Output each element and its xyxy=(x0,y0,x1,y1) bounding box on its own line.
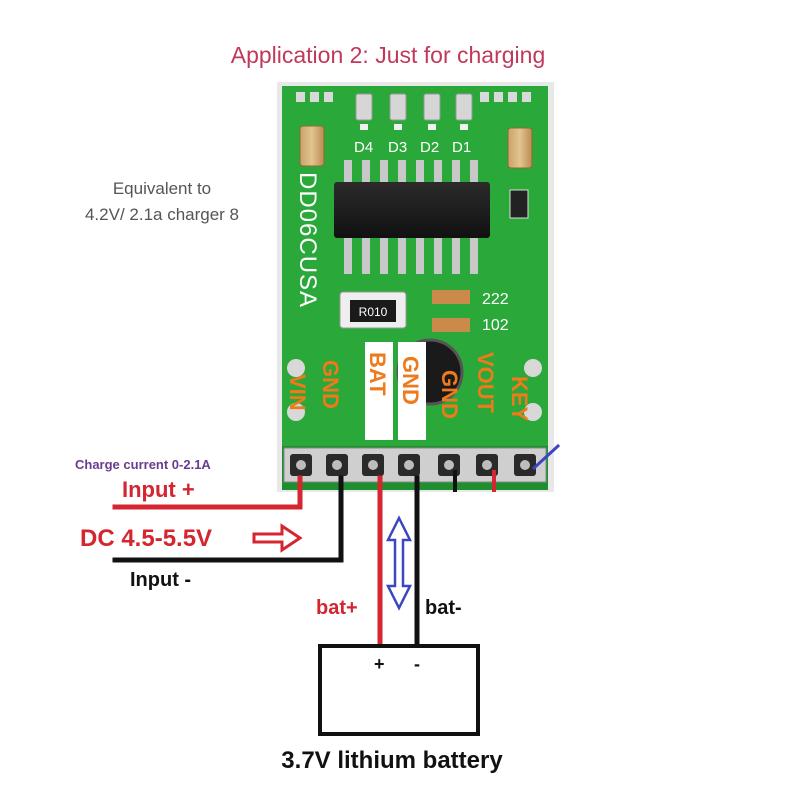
pcb-board: D4 D3 D2 D1 xyxy=(277,82,554,492)
battery-box xyxy=(318,644,480,736)
cap-label-102: 102 xyxy=(482,317,509,334)
led-label-d4: D4 xyxy=(354,139,373,156)
capacitor-left xyxy=(299,125,325,167)
pin-label-vout: VOUT xyxy=(473,352,498,414)
cap-label-222: 222 xyxy=(482,291,509,308)
dc-range-label: DC 4.5-5.5V xyxy=(80,525,212,552)
dc-input-arrow xyxy=(252,523,303,553)
bidirectional-arrow xyxy=(385,515,413,611)
led-label-d2: D2 xyxy=(420,139,439,156)
pin-label-vin: VIN xyxy=(285,374,310,411)
bat-highlight xyxy=(365,342,393,440)
bat-minus-label: bat- xyxy=(425,597,462,619)
resistor-small xyxy=(509,189,529,219)
ic-chip xyxy=(334,160,490,274)
led-label-d1: D1 xyxy=(452,139,471,156)
bat-plus-label: bat+ xyxy=(316,597,358,619)
battery-minus-terminal: - xyxy=(414,654,420,674)
pin-label-key: KEY xyxy=(507,376,532,422)
led-label-d3: D3 xyxy=(388,139,407,156)
led-array xyxy=(355,93,473,121)
capacitor-right xyxy=(507,127,533,169)
led-d4 xyxy=(355,93,373,121)
input-minus-label: Input - xyxy=(130,569,191,591)
pin-label-bat: BAT xyxy=(365,352,390,396)
wire-input-positive xyxy=(112,475,303,510)
input-plus-label: Input + xyxy=(122,477,195,502)
led-d2 xyxy=(423,93,441,121)
equivalent-line-1: Equivalent to xyxy=(112,179,212,198)
battery-label: 3.7V lithium battery xyxy=(281,747,503,774)
led-d1 xyxy=(455,93,473,121)
battery-plus-terminal: + xyxy=(374,654,385,674)
sense-resistor: R010 xyxy=(339,291,407,329)
equivalent-note: Equivalent to 4.2V/ 2.1a charger 8 xyxy=(62,176,262,228)
wire-input-negative xyxy=(112,475,344,563)
board-name: DD06CUSA xyxy=(294,172,321,308)
pin-label-gnd-2: GND xyxy=(398,356,423,405)
gnd-highlight xyxy=(398,342,426,440)
led-d3 xyxy=(389,93,407,121)
charge-current-label: Charge current 0-2.1A xyxy=(75,457,211,472)
wires xyxy=(112,443,561,649)
lithium-battery: + - 3.7V lithium battery xyxy=(281,644,503,774)
diagram-title: Application 2: Just for charging xyxy=(230,42,546,68)
equivalent-line-2: 4.2V/ 2.1a charger 8 xyxy=(84,205,240,224)
pin-label-gnd-1: GND xyxy=(318,360,343,409)
pin-label-gnd-3: GND xyxy=(437,370,462,419)
resistor-label: R010 xyxy=(359,305,388,319)
